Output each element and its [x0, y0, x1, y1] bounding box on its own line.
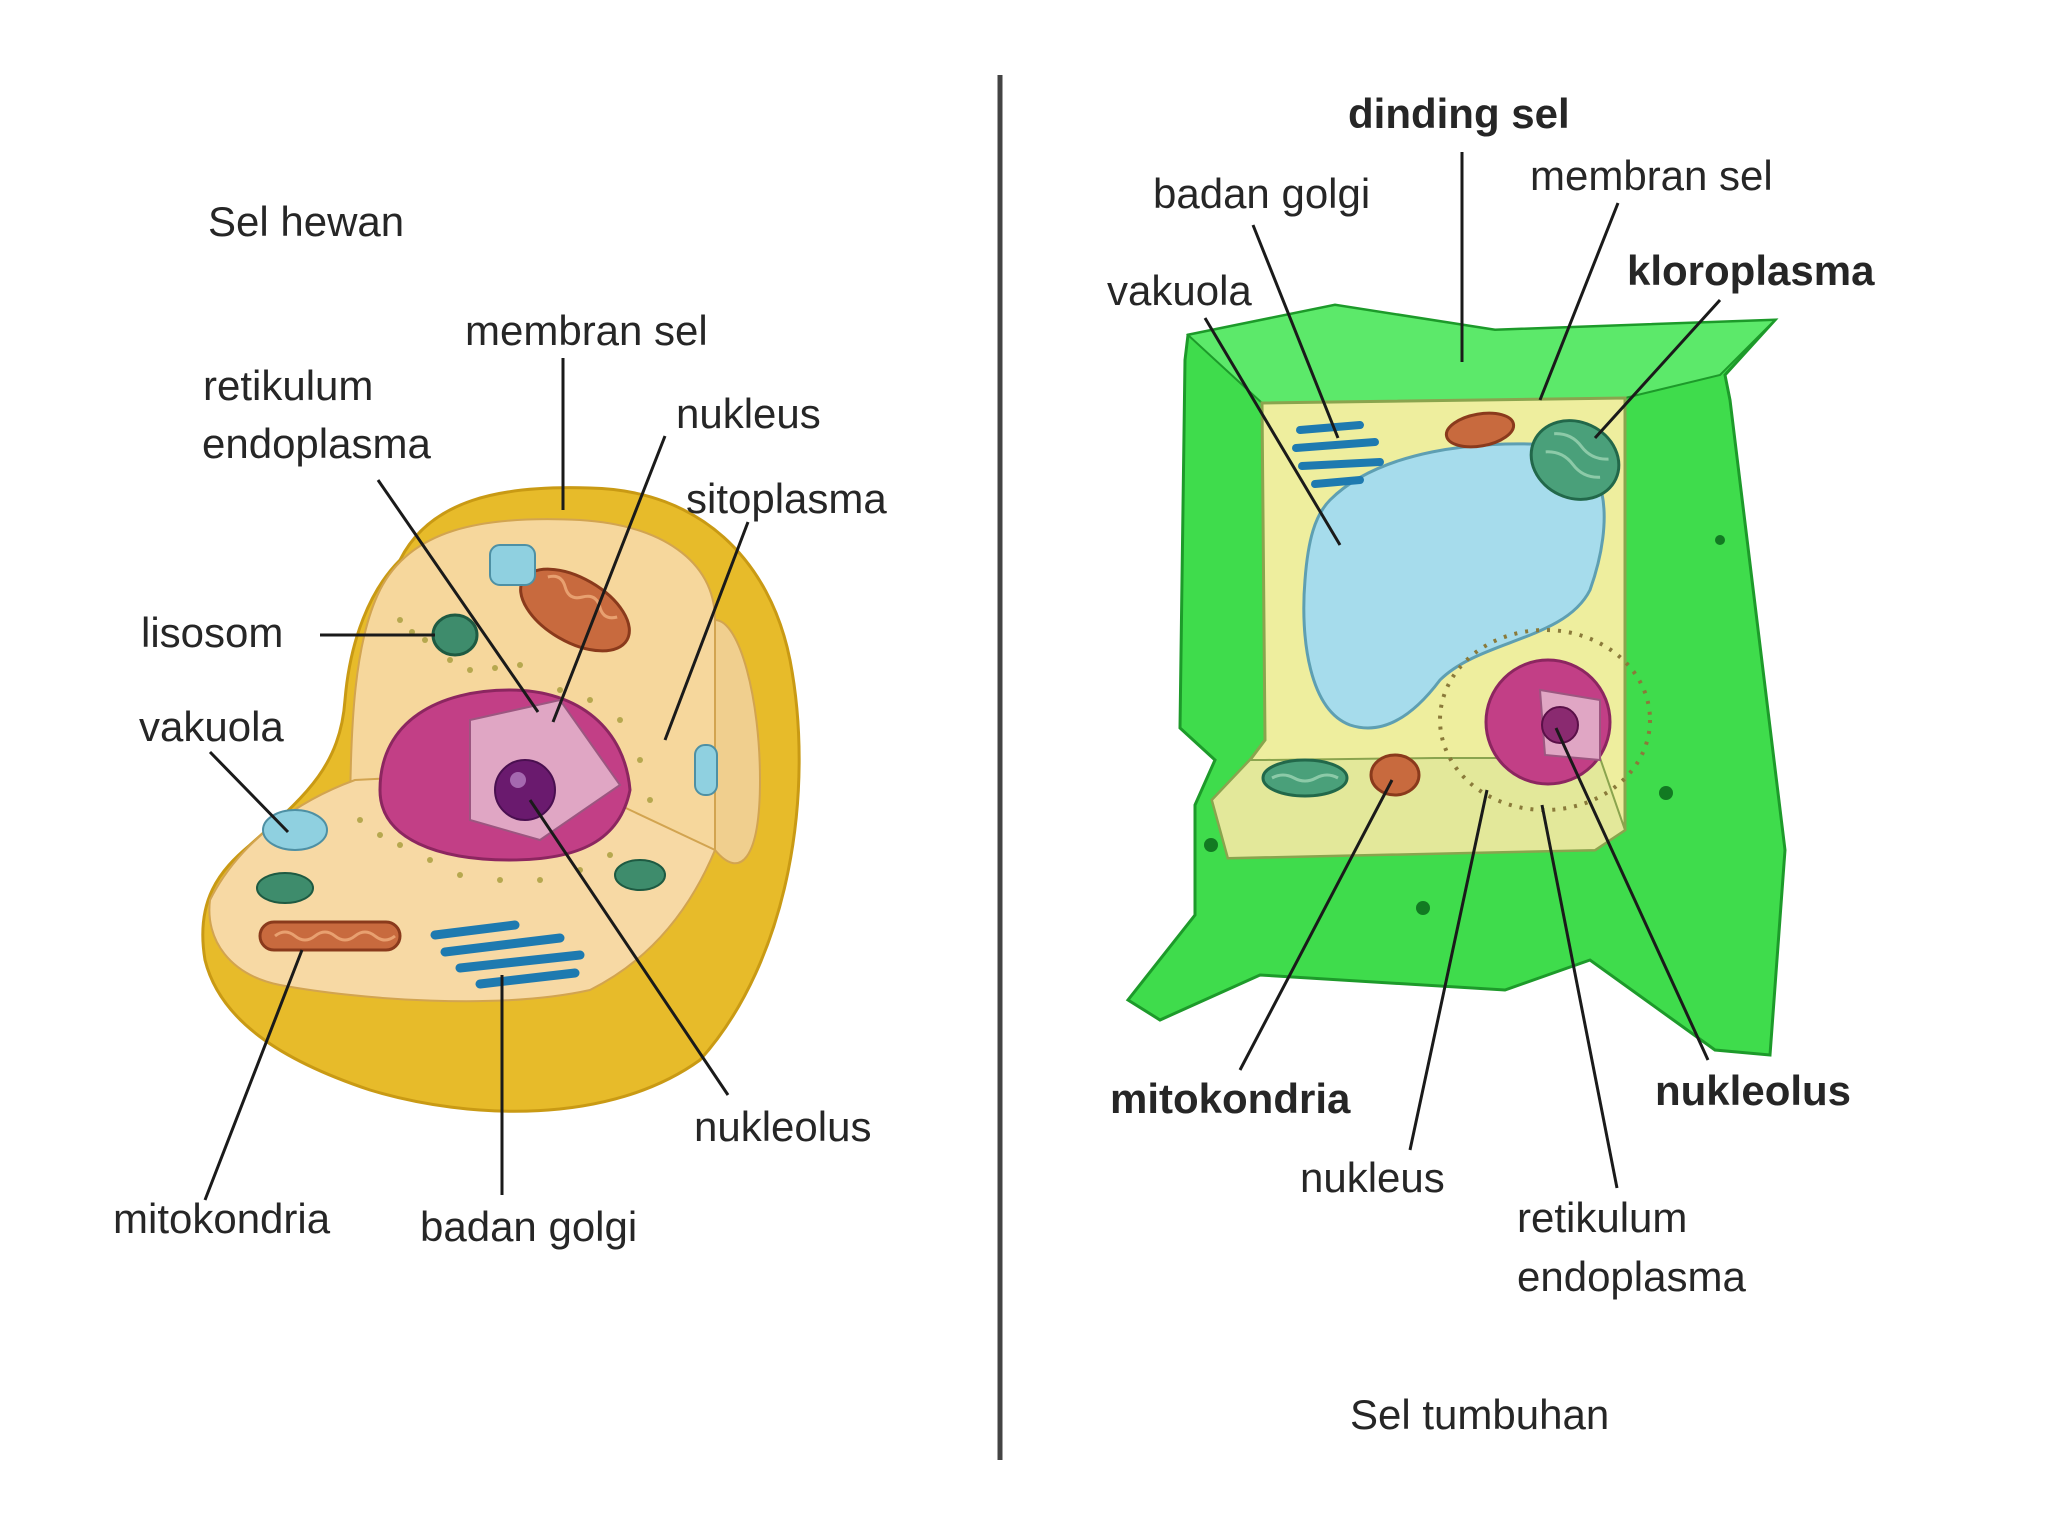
plant-mitochondria [1369, 753, 1421, 797]
animal-er-dots [357, 617, 653, 883]
plant-golgi [1292, 421, 1384, 488]
animal-lysosome [431, 613, 479, 657]
plant-cell-illustration [1125, 303, 1787, 1057]
animal-label-badan-golgi: badan golgi [420, 1203, 637, 1250]
plant-label-retikulum-1: retikulum [1517, 1194, 1687, 1241]
ptr-mitokondria [203, 949, 304, 1201]
animal-cut-edge [714, 618, 762, 865]
animal-label-membran-sel: membran sel [465, 307, 708, 354]
plant-label-retikulum-2: endoplasma [1517, 1253, 1746, 1300]
animal-vacuole [262, 809, 328, 851]
ptr-vakuola [208, 750, 290, 834]
animal-title: Sel hewan [208, 198, 404, 245]
ptr-plant-mitokondria [1238, 779, 1394, 1071]
plant-chloroplast-2 [1261, 758, 1349, 798]
plant-mitochondria-top [1444, 411, 1516, 449]
animal-label-retikulum-1: retikulum [203, 362, 373, 409]
animal-pointer-lines [203, 358, 750, 1201]
ptr-nukleus [551, 435, 667, 723]
plant-label-membran-sel: membran sel [1530, 152, 1773, 199]
plant-label-mitokondria: mitokondria [1110, 1075, 1351, 1122]
ptr-plant-nukleolus [1554, 727, 1710, 1061]
ptr-kloroplasma [1593, 298, 1722, 440]
plant-label-nukleolus: nukleolus [1655, 1067, 1851, 1114]
plant-chloroplast [1529, 419, 1621, 501]
animal-cell-illustration [201, 486, 801, 1113]
animal-label-lisosom: lisosom [141, 609, 283, 656]
plant-label-dinding-sel: dinding sel [1348, 90, 1570, 137]
animal-small-vacuole [489, 544, 536, 586]
animal-lysosome-3 [614, 859, 666, 891]
animal-label-nukleus: nukleus [676, 390, 821, 437]
animal-nucleolus [494, 759, 556, 821]
animal-golgi [430, 920, 585, 989]
animal-label-nukleolus: nukleolus [694, 1103, 871, 1150]
animal-label-retikulum-2: endoplasma [202, 420, 431, 467]
ptr-plant-membran-sel [1538, 202, 1620, 401]
animal-label-mitokondria: mitokondria [113, 1195, 331, 1242]
plant-label-vakuola: vakuola [1107, 267, 1252, 314]
ptr-plant-nukleus [1408, 789, 1489, 1151]
plant-nucleolus [1541, 706, 1579, 744]
plant-title: Sel tumbuhan [1350, 1391, 1609, 1438]
animal-edge-vacuole [694, 744, 718, 796]
animal-lysosome-2 [256, 872, 314, 904]
plant-label-badan-golgi: badan golgi [1153, 170, 1370, 217]
plant-label-kloroplasma: kloroplasma [1627, 247, 1875, 294]
plant-wall-pits [1204, 535, 1725, 915]
ptr-retikulum [376, 479, 540, 713]
animal-label-vakuola: vakuola [139, 703, 284, 750]
ptr-sitoplasma [663, 521, 750, 741]
animal-label-sitoplasma: sitoplasma [686, 475, 887, 522]
plant-pointer-lines [1203, 152, 1722, 1189]
ptr-plant-vakuola [1203, 317, 1342, 546]
plant-label-nukleus: nukleus [1300, 1154, 1445, 1201]
ptr-nukleolus [528, 799, 730, 1096]
plant-vacuole [1302, 442, 1606, 730]
ptr-plant-badan-golgi [1251, 224, 1340, 439]
animal-mitochondria-bottom [258, 920, 402, 952]
ptr-plant-retikulum [1540, 804, 1619, 1189]
plant-er [1438, 628, 1652, 812]
